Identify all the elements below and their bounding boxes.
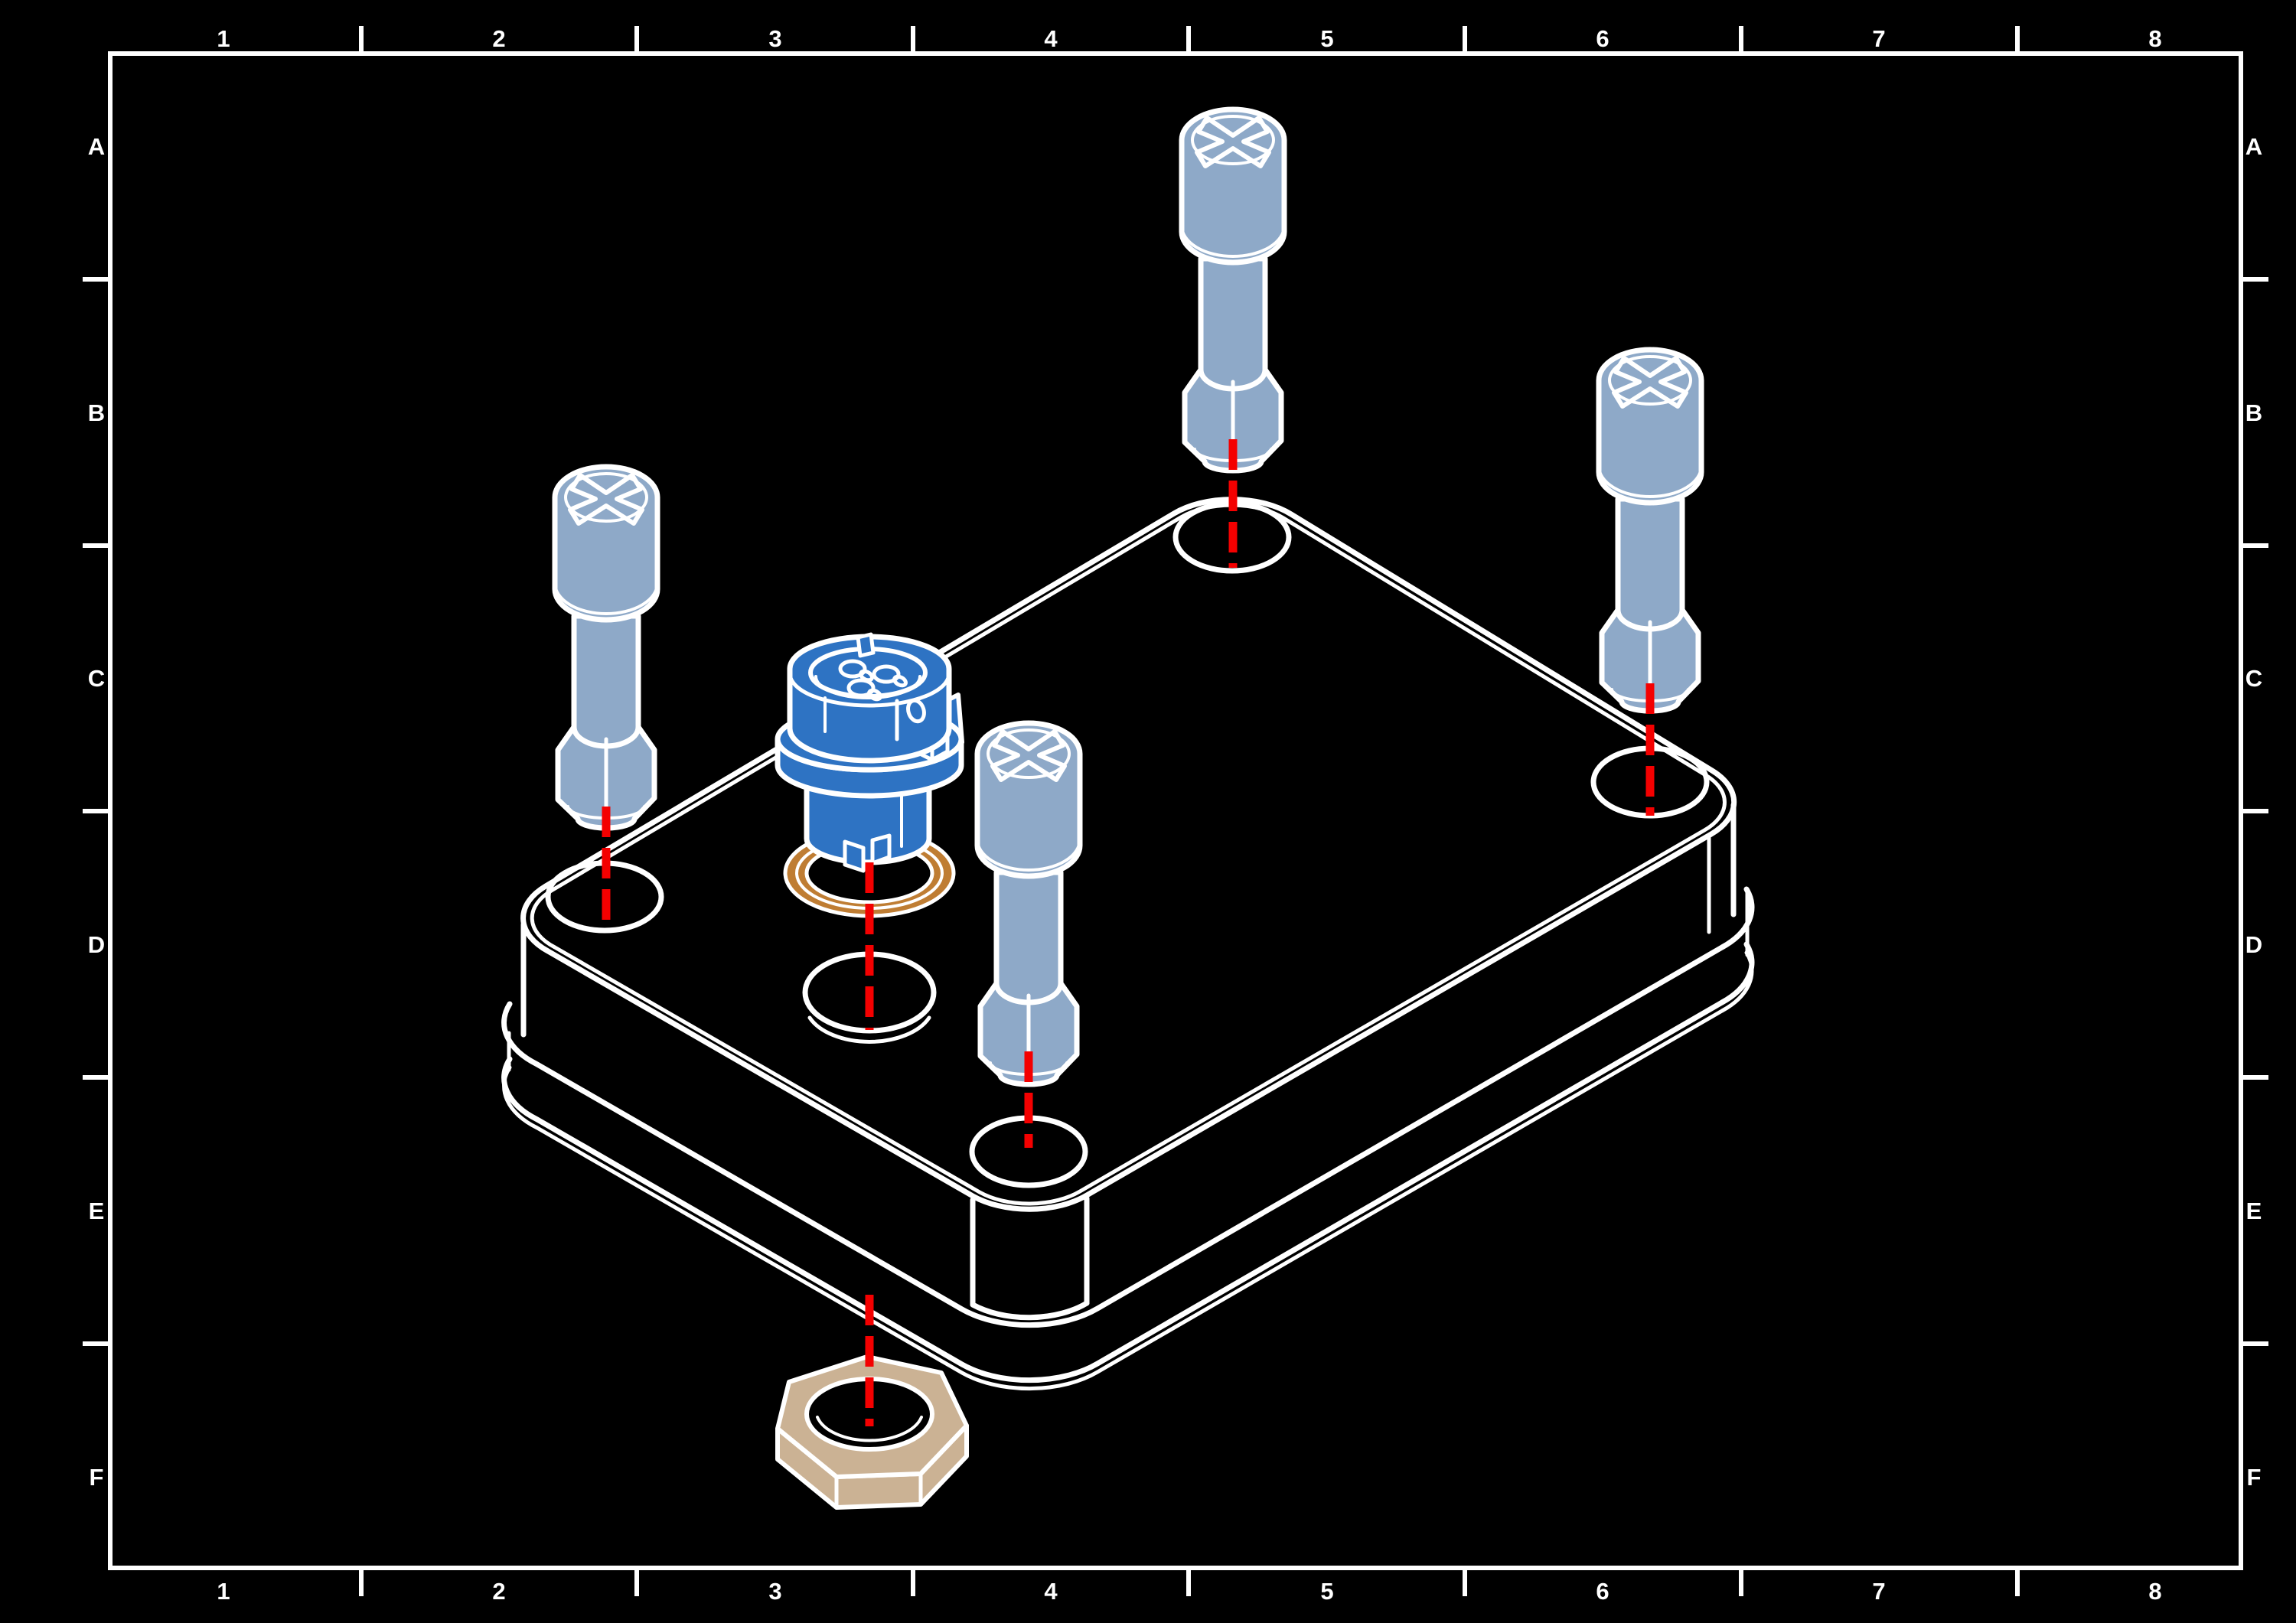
plate-top-face-outline [520, 497, 1737, 1212]
pin-socket-2-key [892, 674, 908, 688]
base-plate [501, 497, 1755, 1391]
zone-label-top-6: 6 [1596, 25, 1609, 52]
plate-front-boss-bottom-arc [970, 1300, 1090, 1321]
zone-label-top-2: 2 [492, 25, 505, 52]
plate-center-hole-depth-edge [807, 1015, 931, 1044]
zone-label-bottom-2: 2 [492, 1578, 505, 1605]
zone-ticks-right [2241, 277, 2268, 1346]
zone-label-top-4: 4 [1044, 25, 1058, 52]
screw-front [977, 723, 1080, 1084]
zone-label-left-f: F [90, 1464, 104, 1491]
zone-label-left-c: C [88, 665, 105, 692]
zone-labels: 1 2 3 4 5 6 7 8 1 2 3 4 5 6 7 8 A B C D … [88, 25, 2262, 1605]
zone-label-right-f: F [2247, 1464, 2262, 1491]
zone-label-bottom-8: 8 [2148, 1578, 2161, 1605]
plate-flange-bottom-edge [501, 941, 1755, 1383]
panel-connector [775, 632, 964, 873]
zone-label-bottom-5: 5 [1320, 1578, 1333, 1605]
nut-hole-depth-edge [816, 1416, 923, 1442]
screw-back [1182, 109, 1284, 471]
zone-label-bottom-3: 3 [768, 1578, 781, 1605]
plate-base-edge [502, 950, 1754, 1391]
zone-label-right-b: B [2245, 399, 2262, 426]
zone-label-top-1: 1 [217, 25, 230, 52]
pin-socket-3 [846, 678, 876, 698]
connector-side-hole [906, 698, 926, 724]
pin-socket-1 [838, 659, 867, 679]
drawing-frame [83, 26, 2268, 1596]
connector-pin-sockets [838, 659, 908, 702]
zone-label-bottom-7: 7 [1872, 1578, 1885, 1605]
connector-contact-prong-right [870, 833, 892, 865]
connector-keyway-notch [856, 632, 876, 658]
zone-label-left-b: B [88, 399, 105, 426]
connector-shell-rim-bottom [788, 671, 951, 708]
zone-label-top-8: 8 [2148, 25, 2161, 52]
connector-cavity-floor-edge [814, 675, 921, 699]
zone-label-right-e: E [2246, 1198, 2262, 1224]
screw-left [555, 467, 657, 828]
zone-label-top-5: 5 [1320, 25, 1333, 52]
zone-label-left-d: D [88, 931, 105, 958]
zone-label-left-a: A [88, 133, 105, 160]
plate-flange-top-edge [501, 886, 1755, 1328]
drawing-frame-border [108, 51, 2243, 1570]
zone-label-top-3: 3 [768, 25, 781, 52]
zone-label-bottom-1: 1 [217, 1578, 230, 1605]
plate-top-face-inner-edge [530, 503, 1727, 1206]
zone-label-top-7: 7 [1872, 25, 1885, 52]
zone-label-left-e: E [89, 1198, 105, 1224]
plate-hole-front [969, 1115, 1088, 1188]
zone-ticks-bottom [359, 1568, 2020, 1596]
pin-socket-3-key [867, 688, 882, 702]
screw-right [1599, 350, 1701, 711]
connector-contact-prong-left [843, 839, 866, 873]
zone-ticks-left [83, 277, 110, 1346]
scene [501, 109, 1755, 1510]
zone-label-right-a: A [2245, 133, 2262, 160]
hex-nut [775, 1354, 969, 1510]
zone-label-bottom-4: 4 [1044, 1578, 1058, 1605]
pin-socket-2 [872, 664, 901, 684]
zone-label-right-c: C [2245, 665, 2262, 692]
zone-ticks-top [359, 26, 2020, 54]
centerlines [602, 439, 1655, 1426]
zone-label-right-d: D [2245, 931, 2262, 958]
zone-label-bottom-6: 6 [1596, 1578, 1609, 1605]
